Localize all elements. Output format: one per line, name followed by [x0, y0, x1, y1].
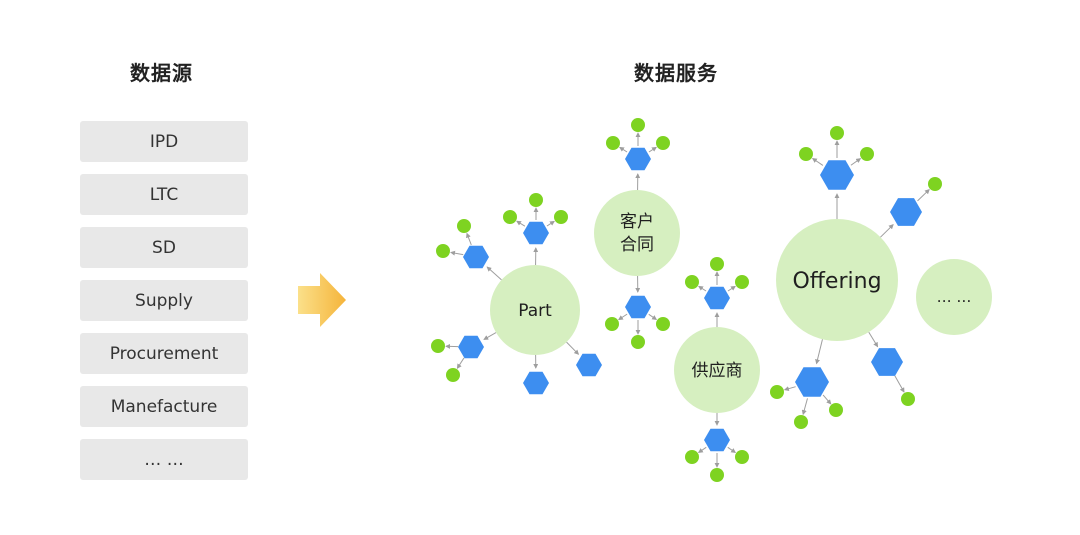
hexagon-icon	[890, 198, 922, 226]
connector-line	[450, 250, 464, 256]
connector-line	[546, 220, 555, 227]
service-label-part: Part	[518, 301, 552, 321]
dot-icon	[631, 335, 645, 349]
dot-icon	[901, 392, 915, 406]
dot-icon	[605, 317, 619, 331]
hexagon-icon	[458, 335, 484, 359]
dot-icon	[606, 136, 620, 150]
dot-icon	[735, 450, 749, 464]
connector-line	[880, 224, 894, 238]
connector-line	[566, 341, 580, 355]
service-label-supplier: 供应商	[692, 361, 743, 381]
dot-icon	[446, 368, 460, 382]
service-label-contract-line2: 合同	[620, 235, 654, 255]
hexagon-icon	[523, 221, 549, 245]
connector-lines	[445, 132, 930, 468]
source-item-sd: SD	[80, 227, 248, 268]
service-circle-supplier	[674, 327, 760, 413]
source-item-supply: Supply	[80, 280, 248, 321]
connector-line	[648, 146, 657, 153]
hexagon-icon	[795, 367, 829, 397]
dot-icon	[631, 118, 645, 132]
connector-line	[648, 313, 658, 320]
connector-line	[698, 285, 707, 292]
hexagon-icon	[625, 295, 651, 319]
source-item-procurement: Procurement	[80, 333, 248, 374]
dot-icon	[860, 147, 874, 161]
connector-line	[727, 285, 736, 292]
connector-line	[811, 158, 824, 166]
dot-icon	[656, 317, 670, 331]
dot-icon	[436, 244, 450, 258]
dot-icon	[735, 275, 749, 289]
connector-line	[516, 220, 526, 227]
connector-line	[783, 386, 796, 392]
connector-line	[697, 446, 707, 453]
connector-line	[868, 331, 879, 348]
connector-line	[917, 188, 930, 202]
connector-line	[486, 266, 502, 281]
dot-icon	[830, 126, 844, 140]
dot-icon	[431, 339, 445, 353]
connector-line	[466, 232, 472, 246]
dot-icon	[770, 385, 784, 399]
hexagon-icon	[463, 245, 489, 269]
hexagon-icon	[523, 371, 549, 395]
dot-icon	[685, 275, 699, 289]
dot-icon	[529, 193, 543, 207]
service-label-more: … …	[937, 288, 972, 306]
source-item-ltc: LTC	[80, 174, 248, 215]
connector-line	[850, 158, 862, 166]
dot-icon	[685, 450, 699, 464]
hexagon-icon	[704, 428, 730, 452]
service-circle-contract	[594, 190, 680, 276]
dot-icon	[457, 219, 471, 233]
dot-icon	[829, 403, 843, 417]
connector-line	[483, 332, 497, 340]
hexagon-icon	[625, 147, 651, 171]
service-circle-offering	[776, 219, 898, 341]
connector-line	[617, 313, 628, 321]
connector-line	[822, 394, 832, 405]
dot-icon	[799, 147, 813, 161]
dot-icon	[554, 210, 568, 224]
data-source-heading: 数据源	[130, 61, 193, 85]
hexagon-icon	[576, 353, 602, 377]
dot-icon	[710, 257, 724, 271]
hexagon-icon	[704, 286, 730, 310]
connector-line	[801, 398, 808, 416]
hexagon-icon	[820, 160, 854, 190]
dot-icon	[928, 177, 942, 191]
connector-line	[619, 146, 628, 153]
attribute-dots	[431, 118, 942, 482]
dot-icon	[710, 468, 724, 482]
source-item-manufacture: Manefacture	[80, 386, 248, 427]
service-label-contract-line1: 客户	[620, 212, 654, 232]
flow-arrow-icon	[298, 273, 346, 327]
data-service-heading: 数据服务	[634, 61, 718, 85]
service-circle-part	[490, 265, 580, 355]
source-item-more: … …	[80, 439, 248, 480]
connector-line	[727, 446, 737, 453]
dot-icon	[656, 136, 670, 150]
hexagon-icon	[871, 348, 903, 376]
connector-line	[815, 339, 823, 365]
source-item-ipd: IPD	[80, 121, 248, 162]
connector-line	[894, 375, 905, 393]
entity-hexagons	[458, 147, 922, 452]
dot-icon	[503, 210, 517, 224]
service-circle-more	[916, 259, 992, 335]
service-label-offering: Offering	[792, 269, 881, 294]
data-source-list: IPD LTC SD Supply Procurement Manefactur…	[80, 121, 248, 492]
dot-icon	[794, 415, 808, 429]
connector-line	[456, 357, 465, 369]
